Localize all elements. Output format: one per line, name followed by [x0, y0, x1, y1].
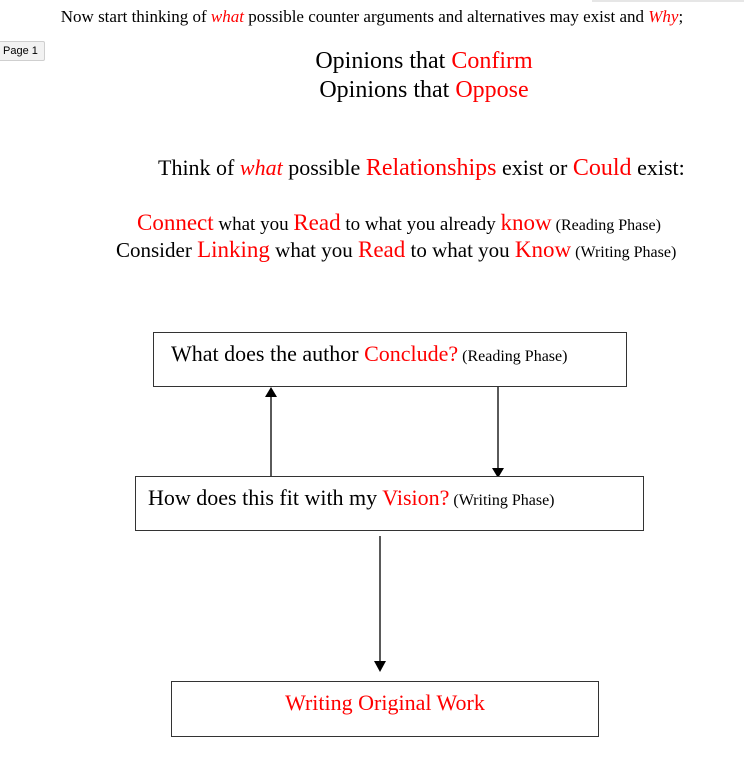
- page-indicator: Page 1: [0, 41, 45, 61]
- box-keyword: Conclude?: [364, 341, 459, 366]
- linking-text: Consider: [116, 238, 198, 262]
- linking-text: what you: [269, 238, 358, 262]
- connect-keyword: Connect: [137, 210, 214, 235]
- intro-what: what: [210, 7, 244, 26]
- box-text: How does this fit with my: [148, 485, 383, 510]
- think-text: possible: [282, 155, 366, 180]
- opinion-keyword: Confirm: [451, 48, 533, 74]
- read-keyword: Read: [358, 237, 406, 262]
- intro-text: possible counter arguments and alternati…: [243, 7, 649, 26]
- know-keyword: know: [500, 210, 552, 235]
- box-text: What does the author: [171, 341, 365, 366]
- arrow-up-head-icon: [265, 387, 277, 397]
- think-relationships: Relationships: [365, 155, 497, 181]
- opinion-keyword: Oppose: [455, 77, 529, 103]
- intro-line: Now start thinking of what possible coun…: [0, 7, 744, 27]
- connect-text: what you: [213, 214, 294, 235]
- think-could: Could: [572, 155, 632, 181]
- connect-line: Connect what you Read to what you alread…: [137, 210, 661, 236]
- opinion-prefix: Opinions that: [315, 48, 452, 74]
- think-text: Think of: [158, 155, 240, 180]
- vision-box: How does this fit with my Vision? (Writi…: [135, 476, 644, 531]
- think-text: exist:: [631, 155, 685, 180]
- phase-label: (Writing Phase): [449, 492, 555, 509]
- arrow-down-head-icon: [374, 661, 386, 672]
- phase-label: (Reading Phase): [458, 348, 568, 365]
- intro-text: Now start thinking of: [60, 7, 211, 26]
- linking-keyword: Linking: [197, 237, 270, 262]
- arrow-down-head-icon: [492, 468, 504, 478]
- intro-text: ;: [678, 7, 684, 26]
- phase-label: (Writing Phase): [571, 244, 677, 261]
- think-text: exist or: [496, 155, 573, 180]
- top-scroll-bar: [592, 0, 744, 2]
- box-keyword: Writing Original Work: [285, 690, 485, 715]
- opinion-confirm: Opinions that Confirm: [274, 48, 574, 75]
- conclude-box: What does the author Conclude? (Reading …: [153, 332, 627, 387]
- phase-label: (Reading Phase): [551, 217, 661, 234]
- linking-line: Consider Linking what you Read to what y…: [116, 237, 676, 263]
- intro-why: Why: [648, 7, 679, 26]
- connect-text: to what you already: [340, 214, 501, 235]
- think-what: what: [239, 155, 283, 180]
- opinion-prefix: Opinions that: [319, 77, 456, 103]
- opinion-oppose: Opinions that Oppose: [274, 77, 574, 104]
- read-keyword: Read: [293, 210, 341, 235]
- know-keyword: Know: [514, 237, 572, 262]
- original-work-box: Writing Original Work: [171, 681, 599, 737]
- think-line: Think of what possible Relationships exi…: [158, 155, 685, 182]
- linking-text: to what you: [405, 238, 515, 262]
- box-keyword: Vision?: [382, 485, 450, 510]
